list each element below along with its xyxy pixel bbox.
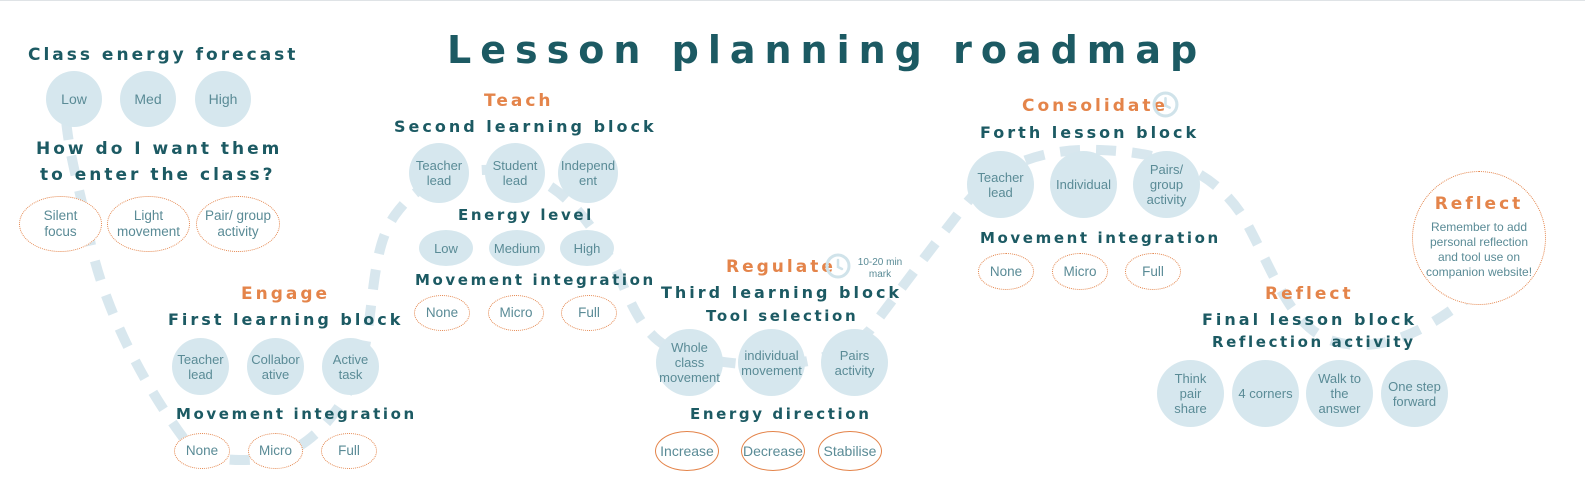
forecast-med[interactable]: Med: [120, 71, 176, 127]
reflect-label: Reflect: [1265, 284, 1354, 304]
consolidate-individual[interactable]: Individual: [1050, 151, 1117, 218]
consolidate-heading: Forth lesson block: [980, 123, 1200, 142]
regulate-subheading: Tool selection: [706, 307, 859, 325]
teach-energy-high[interactable]: High: [560, 230, 614, 266]
engage-movement-none[interactable]: None: [174, 433, 230, 469]
regulate-pairs[interactable]: Pairs activity: [821, 329, 888, 396]
engage-movement-heading: Movement integration: [176, 405, 417, 423]
clock-icon: [1152, 91, 1179, 118]
enter-heading-line2: to enter the class?: [40, 165, 276, 185]
regulate-energy-heading: Energy direction: [690, 405, 872, 423]
teach-movement-micro[interactable]: Micro: [488, 295, 544, 331]
forecast-low[interactable]: Low: [46, 71, 102, 127]
teach-heading: Second learning block: [394, 117, 657, 136]
teach-movement-heading: Movement integration: [415, 271, 656, 289]
regulate-time-note: 10-20 min mark: [857, 257, 903, 280]
enter-option-silent-focus[interactable]: Silent focus: [19, 196, 102, 252]
consolidate-movement-full[interactable]: Full: [1125, 253, 1181, 290]
regulate-decrease[interactable]: Decrease: [741, 431, 805, 471]
reflect-one-step-forward[interactable]: One step forward: [1381, 360, 1448, 427]
engage-teacher-lead[interactable]: Teacher lead: [172, 338, 229, 395]
engage-movement-full[interactable]: Full: [321, 433, 377, 469]
reflect-4-corners[interactable]: 4 corners: [1232, 360, 1299, 427]
teach-energy-heading: Energy level: [458, 206, 594, 224]
teach-independent[interactable]: Independ ent: [558, 143, 618, 203]
teach-energy-medium[interactable]: Medium: [489, 230, 545, 266]
teach-movement-none[interactable]: None: [414, 295, 470, 331]
teach-student-lead[interactable]: Student lead: [485, 143, 545, 203]
consolidate-pairs-group[interactable]: Pairs/ group activity: [1133, 151, 1200, 218]
top-border: [0, 0, 1585, 1]
reflect-bubble-title: Reflect: [1434, 194, 1524, 214]
engage-label: Engage: [241, 284, 331, 304]
reflect-think-pair-share[interactable]: Think pair share: [1157, 360, 1224, 427]
teach-energy-low[interactable]: Low: [419, 230, 473, 266]
regulate-label: Regulate: [726, 257, 836, 277]
consolidate-label: Consolidate: [1022, 96, 1169, 116]
forecast-high[interactable]: High: [195, 71, 251, 127]
teach-teacher-lead[interactable]: Teacher lead: [409, 143, 469, 203]
forecast-heading: Class energy forecast: [28, 45, 299, 65]
page-title: Lesson planning roadmap: [447, 28, 1207, 72]
consolidate-teacher-lead[interactable]: Teacher lead: [967, 151, 1034, 218]
reflect-reminder-bubble: Reflect Remember to add personal reflect…: [1412, 171, 1546, 305]
regulate-individual[interactable]: individual movement: [738, 329, 805, 396]
clock-icon: [825, 253, 851, 279]
regulate-heading: Third learning block: [661, 283, 903, 302]
teach-movement-full[interactable]: Full: [561, 295, 617, 331]
reflect-bubble-text: Remember to add personal reflection and …: [1425, 220, 1533, 279]
consolidate-movement-micro[interactable]: Micro: [1052, 253, 1108, 290]
enter-option-light-movement[interactable]: Light movement: [107, 196, 190, 252]
reflect-walk-to-answer[interactable]: Walk to the answer: [1306, 360, 1373, 427]
enter-option-pair-group[interactable]: Pair/ group activity: [196, 196, 280, 252]
regulate-increase[interactable]: Increase: [655, 431, 719, 471]
engage-collaborative[interactable]: Collabor ative: [247, 338, 304, 395]
regulate-stabilise[interactable]: Stabilise: [818, 431, 882, 471]
engage-movement-micro[interactable]: Micro: [248, 433, 303, 469]
engage-heading: First learning block: [168, 310, 404, 329]
consolidate-movement-none[interactable]: None: [978, 253, 1034, 290]
engage-active-task[interactable]: Active task: [322, 338, 379, 395]
consolidate-movement-heading: Movement integration: [980, 229, 1221, 247]
reflect-heading: Final lesson block: [1202, 310, 1418, 329]
regulate-whole-class[interactable]: Whole class movement: [656, 329, 723, 396]
teach-label: Teach: [484, 91, 554, 111]
enter-heading-line1: How do I want them: [36, 139, 283, 159]
reflect-subheading: Reflection activity: [1212, 333, 1416, 351]
